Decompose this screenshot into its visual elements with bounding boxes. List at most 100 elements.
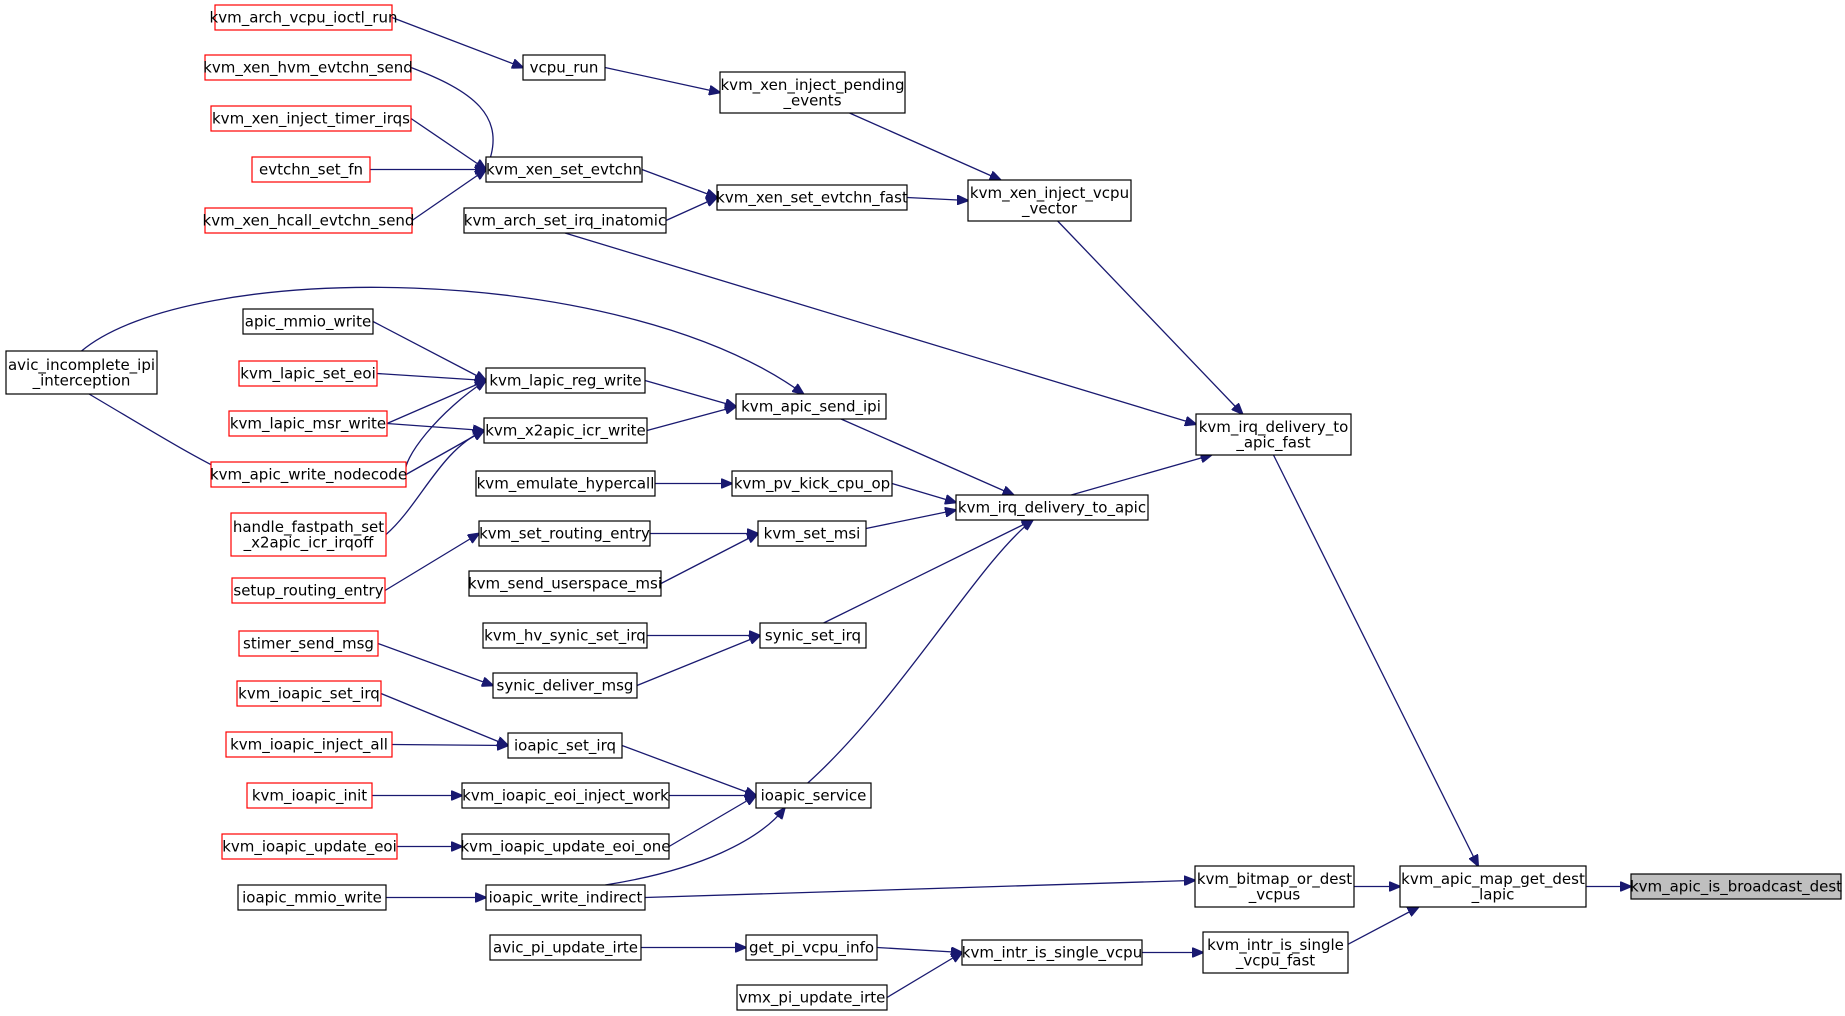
node-intr-is-single-fast[interactable]: kvm_intr_is_single_vcpu_fast: [1202, 931, 1349, 974]
node-ioapic-service[interactable]: ioapic_service: [755, 782, 872, 809]
node-ioapic-update-eoi-one[interactable]: kvm_ioapic_update_eoi_one: [461, 833, 671, 860]
node-label: kvm_send_userspace_msi: [468, 575, 662, 594]
node-label: kvm_apic_write_nodecode: [210, 466, 407, 485]
node-hcall-evtchn-send[interactable]: kvm_xen_hcall_evtchn_send: [203, 207, 415, 234]
node-avic-pi-update-irte[interactable]: avic_pi_update_irte: [489, 934, 642, 961]
node-label: avic_incomplete_ipi: [8, 356, 155, 375]
node-label: vmx_pi_update_irte: [739, 989, 886, 1008]
node-box: [735, 393, 887, 420]
node-label: _lapic: [1471, 885, 1515, 904]
node-label: ioapic_mmio_write: [242, 889, 382, 908]
node-box: [210, 105, 412, 132]
nodes-layer: kvm_arch_vcpu_ioctl_run vcpu_run kvm_xen_i…: [5, 4, 1842, 1011]
node-ioapic-init[interactable]: kvm_ioapic_init: [246, 782, 373, 809]
node-synic-set-irq[interactable]: synic_set_irq: [759, 622, 867, 649]
node-xen-inject-vcpu-vector[interactable]: kvm_xen_inject_vcpu_vector: [967, 179, 1132, 222]
node-ioapic-eoi-inject-work[interactable]: kvm_ioapic_eoi_inject_work: [461, 782, 670, 809]
node-arch-ioctl[interactable]: kvm_arch_vcpu_ioctl_run: [210, 4, 398, 31]
node-label: kvm_apic_is_broadcast_dest: [1630, 878, 1842, 897]
edge-ioapic_inject_all-to-ioapic_set_irq: [391, 745, 508, 746]
node-box: [755, 782, 872, 809]
node-label: evtchn_set_fn: [259, 161, 363, 180]
node-label: kvm_ioapic_eoi_inject_work: [462, 787, 669, 806]
node-ioapic-inject-all[interactable]: kvm_ioapic_inject_all: [225, 731, 393, 758]
edge-lapic_msr_write-to-lapic_reg_write: [386, 381, 486, 425]
node-intr-is-single-vcpu[interactable]: kvm_intr_is_single_vcpu: [961, 939, 1143, 966]
node-synic-deliver-msg[interactable]: synic_deliver_msg: [492, 672, 638, 699]
node-label: setup_routing_entry: [233, 582, 383, 601]
node-label: handle_fastpath_set: [233, 518, 384, 537]
node-ioapic-write-indirect[interactable]: ioapic_write_indirect: [485, 884, 646, 911]
node-lapic-reg-write[interactable]: kvm_lapic_reg_write: [485, 367, 646, 394]
node-box: [236, 680, 382, 707]
node-evtchn-set-fn[interactable]: evtchn_set_fn: [251, 156, 371, 183]
node-handle-fastpath[interactable]: handle_fastpath_set_x2apic_icr_irqoff: [230, 512, 387, 557]
node-bitmap-or-dest[interactable]: kvm_bitmap_or_dest_vcpus: [1194, 865, 1355, 908]
node-label: _vcpu_fast: [1235, 951, 1315, 970]
node-arch-set-irq-inatomic[interactable]: kvm_arch_set_irq_inatomic: [463, 207, 667, 234]
node-ioapic-update-eoi[interactable]: kvm_ioapic_update_eoi: [221, 833, 398, 860]
node-stimer-send-msg[interactable]: stimer_send_msg: [238, 630, 379, 657]
node-label: ioapic_write_indirect: [489, 889, 643, 908]
node-set-routing-entry[interactable]: kvm_set_routing_entry: [478, 520, 651, 547]
node-ioapic-set-irq[interactable]: ioapic_set_irq: [507, 732, 623, 759]
node-vmx-pi-update-irte[interactable]: vmx_pi_update_irte: [736, 984, 888, 1011]
node-xen-set-evtchn[interactable]: kvm_xen_set_evtchn: [485, 156, 643, 183]
edge-x2apic_icr_write-to-apic_send_ipi: [646, 407, 736, 432]
node-box: [1399, 865, 1587, 908]
node-hvm-evtchn-send[interactable]: kvm_xen_hvm_evtchn_send: [203, 54, 413, 81]
node-send-userspace-msi[interactable]: kvm_send_userspace_msi: [468, 570, 662, 597]
node-apic-send-ipi[interactable]: kvm_apic_send_ipi: [735, 393, 887, 420]
node-label: kvm_xen_inject_pending: [721, 76, 905, 95]
node-x2apic-icr-write[interactable]: kvm_x2apic_icr_write: [483, 417, 648, 444]
node-vcpu-run[interactable]: vcpu_run: [522, 54, 606, 81]
node-pv-kick-cpu-op[interactable]: kvm_pv_kick_cpu_op: [731, 470, 893, 497]
edge-intr_is_single_fast-to-map_get_dest_lapic: [1347, 907, 1419, 945]
node-is-broadcast-dest[interactable]: kvm_apic_is_broadcast_dest: [1630, 873, 1842, 900]
node-avic-incomplete[interactable]: avic_incomplete_ipi_interception: [5, 350, 158, 395]
edge-handle_fastpath-to-x2apic_icr_write: [385, 431, 484, 535]
node-lapic-set-eoi[interactable]: kvm_lapic_set_eoi: [238, 360, 378, 387]
node-box: [1202, 931, 1349, 974]
node-set-msi[interactable]: kvm_set_msi: [757, 520, 867, 547]
node-box: [210, 461, 407, 488]
node-apic-mmio-write[interactable]: apic_mmio_write: [242, 308, 374, 335]
edge-send_userspace_msi-to-set_msi: [660, 534, 758, 585]
edge-avic_incomplete-to-apic_write_nodecode: [88, 393, 230, 475]
node-box: [5, 350, 158, 395]
edge-get_pi_vcpu_info-to-intr_is_single_vcpu: [876, 946, 962, 953]
edge-xen_inject_vcpu_vector-to-irq_delivery_fast: [1057, 220, 1243, 414]
node-map-get-dest-lapic[interactable]: kvm_apic_map_get_dest_lapic: [1399, 865, 1587, 908]
node-box: [225, 731, 393, 758]
node-irq-delivery-to-apic[interactable]: kvm_irq_delivery_to_apic: [955, 494, 1149, 521]
node-label: kvm_xen_set_evtchn: [486, 161, 642, 180]
node-irq-delivery-fast[interactable]: kvm_irq_delivery_to_apic_fast: [1195, 413, 1352, 456]
node-hv-synic-set-irq[interactable]: kvm_hv_synic_set_irq: [482, 622, 648, 649]
node-box: [204, 54, 412, 81]
node-box: [214, 4, 393, 31]
node-label: _x2apic_icr_irqoff: [243, 533, 374, 552]
edge-ioapic_set_irq-to-ioapic_service: [621, 744, 756, 796]
node-label: kvm_x2apic_icr_write: [485, 422, 646, 441]
node-ioapic-set-irq-red[interactable]: kvm_ioapic_set_irq: [236, 680, 382, 707]
node-setup-routing-entry[interactable]: setup_routing_entry: [231, 577, 386, 604]
node-box: [1195, 413, 1352, 456]
node-xen-inject-pending[interactable]: kvm_xen_inject_pending_events: [719, 71, 906, 114]
node-lapic-msr-write[interactable]: kvm_lapic_msr_write: [228, 410, 388, 437]
node-box: [238, 360, 378, 387]
node-box: [757, 520, 867, 547]
node-ioapic-mmio-write[interactable]: ioapic_mmio_write: [237, 884, 387, 911]
node-label: kvm_xen_inject_timer_irqs: [212, 110, 410, 129]
node-label: kvm_set_routing_entry: [479, 525, 650, 544]
node-label: kvm_xen_hvm_evtchn_send: [203, 59, 413, 78]
node-inject-timer[interactable]: kvm_xen_inject_timer_irqs: [210, 105, 412, 132]
edge-inject_timer-to-xen_set_evtchn: [410, 117, 486, 170]
node-get-pi-vcpu-info[interactable]: get_pi_vcpu_info: [745, 934, 878, 961]
node-emulate-hypercall[interactable]: kvm_emulate_hypercall: [475, 470, 656, 497]
node-label: kvm_ioapic_inject_all: [230, 736, 388, 755]
node-xen-set-evtchn-fast[interactable]: kvm_xen_set_evtchn_fast: [716, 184, 908, 211]
edge-arch_ioctl-to-vcpu_run: [391, 16, 523, 68]
node-apic-write-nodecode[interactable]: kvm_apic_write_nodecode: [210, 461, 407, 488]
node-label: kvm_ioapic_update_eoi_one: [461, 838, 671, 857]
node-box: [716, 184, 908, 211]
